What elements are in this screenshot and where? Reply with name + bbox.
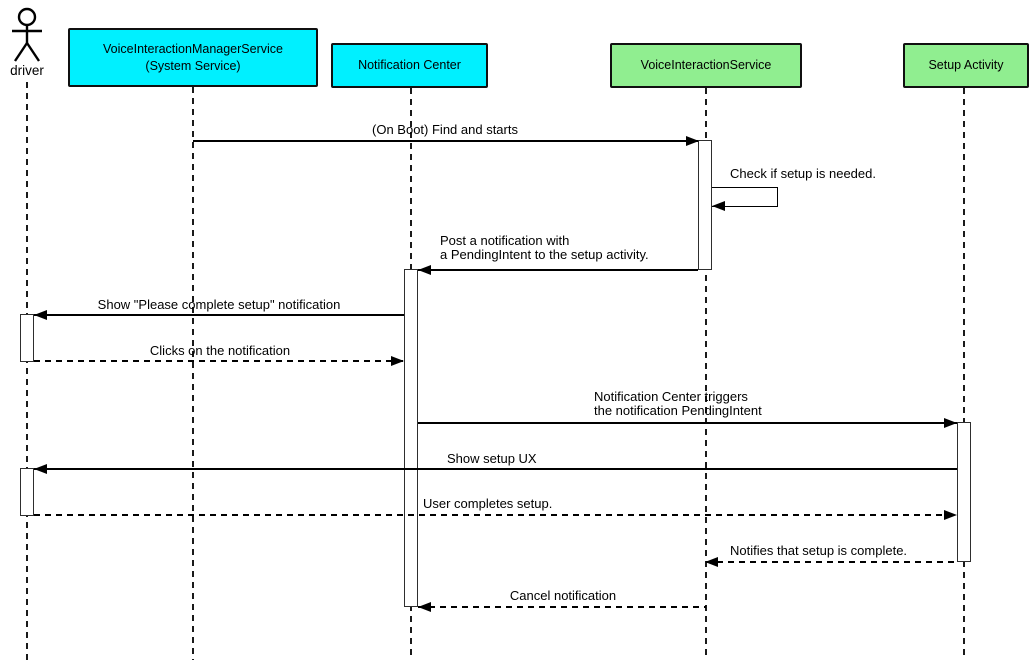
message-label: Check if setup is needed. — [730, 166, 876, 181]
message-label: Show "Please complete setup" notificatio… — [97, 297, 341, 312]
message-line — [418, 606, 706, 608]
participant-label: Setup Activity — [928, 58, 1004, 73]
message-label: Cancel notification — [509, 588, 617, 603]
message-label: (On Boot) Find and starts — [372, 122, 518, 137]
message-line — [418, 269, 698, 271]
message-label-line1: Notification Center triggers — [594, 389, 748, 404]
arrowhead — [686, 136, 699, 146]
lifeline-voice-interaction-service — [705, 88, 707, 660]
participant-setup-activity: Setup Activity — [903, 43, 1029, 88]
message-label: Notifies that setup is complete. — [730, 543, 908, 558]
message-label-line1: Post a notification with — [440, 233, 570, 248]
arrowhead — [418, 602, 431, 612]
message-label-line2: the notification PendingIntent — [594, 402, 762, 418]
activation-setup-activity — [957, 422, 971, 562]
activation-driver-2 — [20, 468, 34, 516]
participant-label: VoiceInteractionManagerService — [103, 42, 283, 57]
activation-notification-center — [404, 269, 418, 607]
message-line — [193, 140, 698, 142]
self-message-loop — [712, 187, 778, 207]
participant-sublabel: (System Service) — [145, 58, 241, 73]
message-label: Post a notification with a PendingIntent… — [440, 234, 649, 261]
participant-voice-interaction-manager-service: VoiceInteractionManagerService (System S… — [68, 28, 318, 87]
message-line — [34, 360, 404, 362]
arrowhead — [705, 557, 718, 567]
participant-label: Notification Center — [358, 58, 461, 73]
participant-notification-center: Notification Center — [331, 43, 488, 88]
arrowhead — [944, 418, 957, 428]
arrowhead — [712, 201, 725, 211]
activation-voice-interaction-service — [698, 140, 712, 270]
message-label: Show setup UX — [447, 451, 537, 466]
arrowhead — [34, 464, 47, 474]
lifeline-setup-activity — [963, 88, 965, 660]
participant-voice-interaction-service: VoiceInteractionService — [610, 43, 802, 88]
arrowhead — [944, 510, 957, 520]
lifeline-driver — [26, 82, 28, 660]
message-label: User completes setup. — [423, 496, 553, 511]
message-label: Notification Center triggers the notific… — [594, 390, 762, 417]
message-line — [34, 468, 957, 470]
message-label: Clicks on the notification — [149, 343, 291, 358]
actor-icon — [12, 7, 42, 62]
message-line — [34, 514, 957, 516]
actor-label: driver — [10, 63, 44, 78]
message-label-line2: a PendingIntent to the setup activity. — [440, 246, 649, 262]
message-line — [706, 561, 957, 563]
arrowhead — [34, 310, 47, 320]
arrowhead — [391, 356, 404, 366]
activation-driver-1 — [20, 314, 34, 362]
message-line — [418, 422, 957, 424]
message-line — [34, 314, 404, 316]
lifeline-voice-interaction-manager-service — [192, 87, 194, 660]
arrowhead — [418, 265, 431, 275]
participant-label: VoiceInteractionService — [640, 58, 772, 73]
